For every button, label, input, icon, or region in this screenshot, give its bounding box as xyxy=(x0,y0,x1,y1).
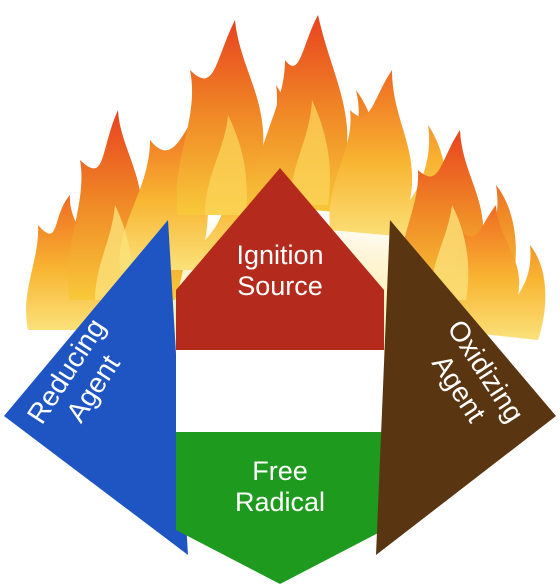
reducing-agent-face xyxy=(4,220,188,555)
flame-core xyxy=(205,115,247,215)
middle-band xyxy=(176,350,384,432)
free-radical-label-line2: Radical xyxy=(234,487,326,518)
free-radical-label-line1: Free xyxy=(252,456,308,486)
ignition-source-label-line1: Ignition xyxy=(236,240,324,270)
flame-core xyxy=(430,205,469,300)
free-radical-label: Free Radical xyxy=(180,456,380,518)
free-radical-face xyxy=(176,432,384,584)
ignition-source-face xyxy=(176,168,384,350)
oxidizing-agent-face xyxy=(376,220,556,555)
flame-tongue xyxy=(444,205,546,340)
ignition-source-label-line2: Source xyxy=(237,271,323,302)
ignition-source-label: Ignition Source xyxy=(180,240,380,302)
flame-core xyxy=(290,100,331,205)
